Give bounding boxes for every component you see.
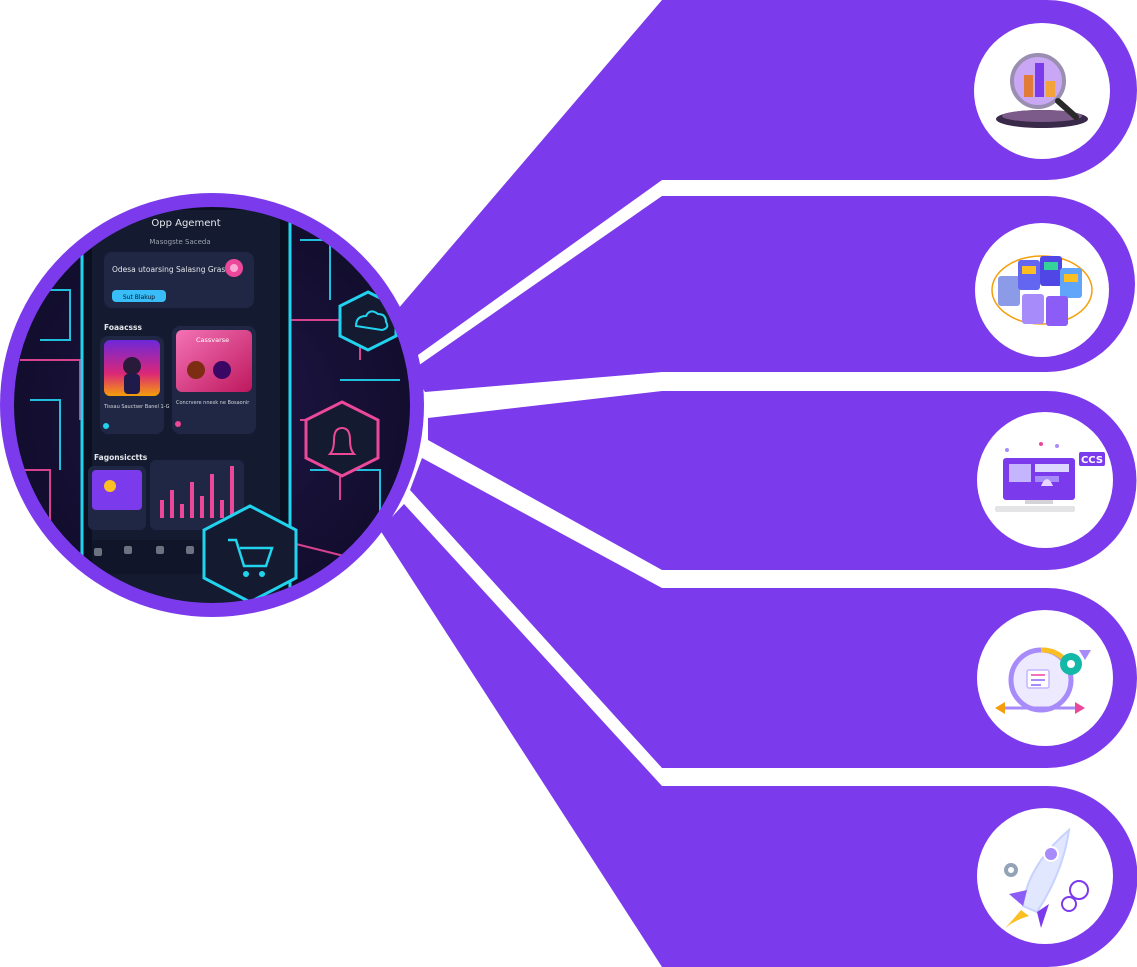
- banner-title: Odesa utoarsing Salasng Grasha: [112, 265, 235, 274]
- section-features: Foaacsss: [104, 323, 142, 332]
- screen-title: Opp Agement: [151, 218, 220, 229]
- mobile-app-dashboard-illustration: Opp Agement Masogste Saceda Odesa utoars…: [0, 193, 424, 617]
- card-left-title: Tissau Sauctser Banel 1-G: [103, 404, 170, 410]
- screen-subtitle: Masogste Saceda: [149, 238, 210, 246]
- connector-wedge-2: [412, 196, 662, 392]
- isometric-blocks-icon: [975, 223, 1109, 357]
- section-bottom: Fagonsicctts: [94, 453, 148, 462]
- connector-wedge-4: [410, 458, 662, 768]
- rocket-launch-icon: [977, 808, 1113, 944]
- ccs-badge: CCS: [1081, 455, 1103, 466]
- card-right-title: Cassvarse: [196, 336, 229, 344]
- connector-wedges: [380, 0, 662, 967]
- mini-bar-chart: [160, 466, 234, 518]
- connector-wedge-1: [380, 0, 662, 355]
- connector-wedge-3: [428, 391, 662, 570]
- connector-wedge-5: [380, 504, 662, 967]
- magnifier-chart-icon: [974, 23, 1110, 159]
- process-cycle-gear-icon: [977, 610, 1113, 746]
- banner-button: Sut Blakup: [123, 294, 155, 301]
- bell-hexagon-icon: [304, 400, 380, 478]
- card-right-text: Concrvere nnesk ne Bosaonir: [176, 400, 250, 406]
- web-design-monitor-icon: CCS: [977, 412, 1113, 548]
